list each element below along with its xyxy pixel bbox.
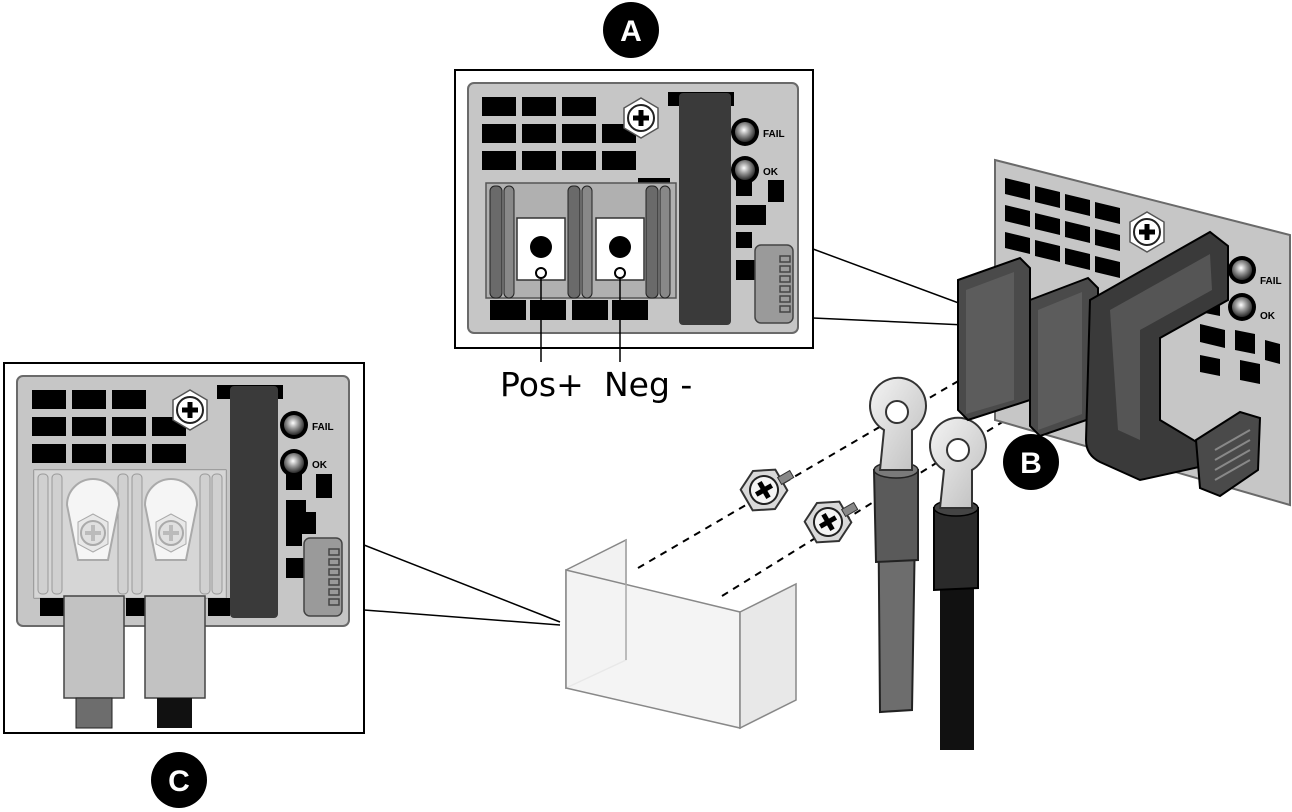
zoom-panel-c: FAIL OK xyxy=(3,362,365,734)
led-icon xyxy=(1228,293,1256,321)
transparent-terminal-cover xyxy=(565,538,797,730)
ring-lug-icon xyxy=(869,376,927,471)
terminal-block-a xyxy=(485,182,677,299)
callout-c: C xyxy=(151,752,207,808)
screw-icon xyxy=(803,500,859,544)
led-icon xyxy=(280,449,308,477)
led-icon xyxy=(731,156,759,184)
negative-cable xyxy=(929,416,987,750)
callout-a: A xyxy=(603,2,659,58)
connector-latch-a xyxy=(754,244,794,324)
pos-terminal-label: Pos+ xyxy=(500,365,584,404)
ok-led-label-c: OK xyxy=(312,460,328,471)
power-supply-module: FAIL OK xyxy=(957,158,1291,507)
neg-cable-sleeve xyxy=(144,595,206,699)
led-icon xyxy=(1228,256,1256,284)
fail-led-label-device: FAIL xyxy=(1260,276,1282,287)
fail-led-label-a: FAIL xyxy=(763,129,785,140)
pos-cable-sleeve xyxy=(63,595,125,699)
led-icon xyxy=(280,411,308,439)
ok-led-label-device: OK xyxy=(1260,311,1276,322)
svg-text:A: A xyxy=(620,15,642,48)
ring-lug-icon xyxy=(929,416,987,509)
svg-text:C: C xyxy=(168,765,190,798)
svg-text:B: B xyxy=(1020,447,1042,480)
callout-b: B xyxy=(1003,434,1059,490)
screw-icon xyxy=(739,468,795,512)
neg-terminal-label: Neg - xyxy=(604,365,692,404)
led-icon xyxy=(731,118,759,146)
connector-latch-c xyxy=(303,537,343,617)
ok-led-label-a: OK xyxy=(763,167,779,178)
fail-led-label-c: FAIL xyxy=(312,422,334,433)
vent-blocks-a xyxy=(482,97,784,320)
positive-cable xyxy=(869,376,927,714)
device-latch xyxy=(1194,410,1262,498)
terminal-block-c xyxy=(33,469,227,599)
zoom-panel-a: FAIL OK xyxy=(454,69,814,362)
